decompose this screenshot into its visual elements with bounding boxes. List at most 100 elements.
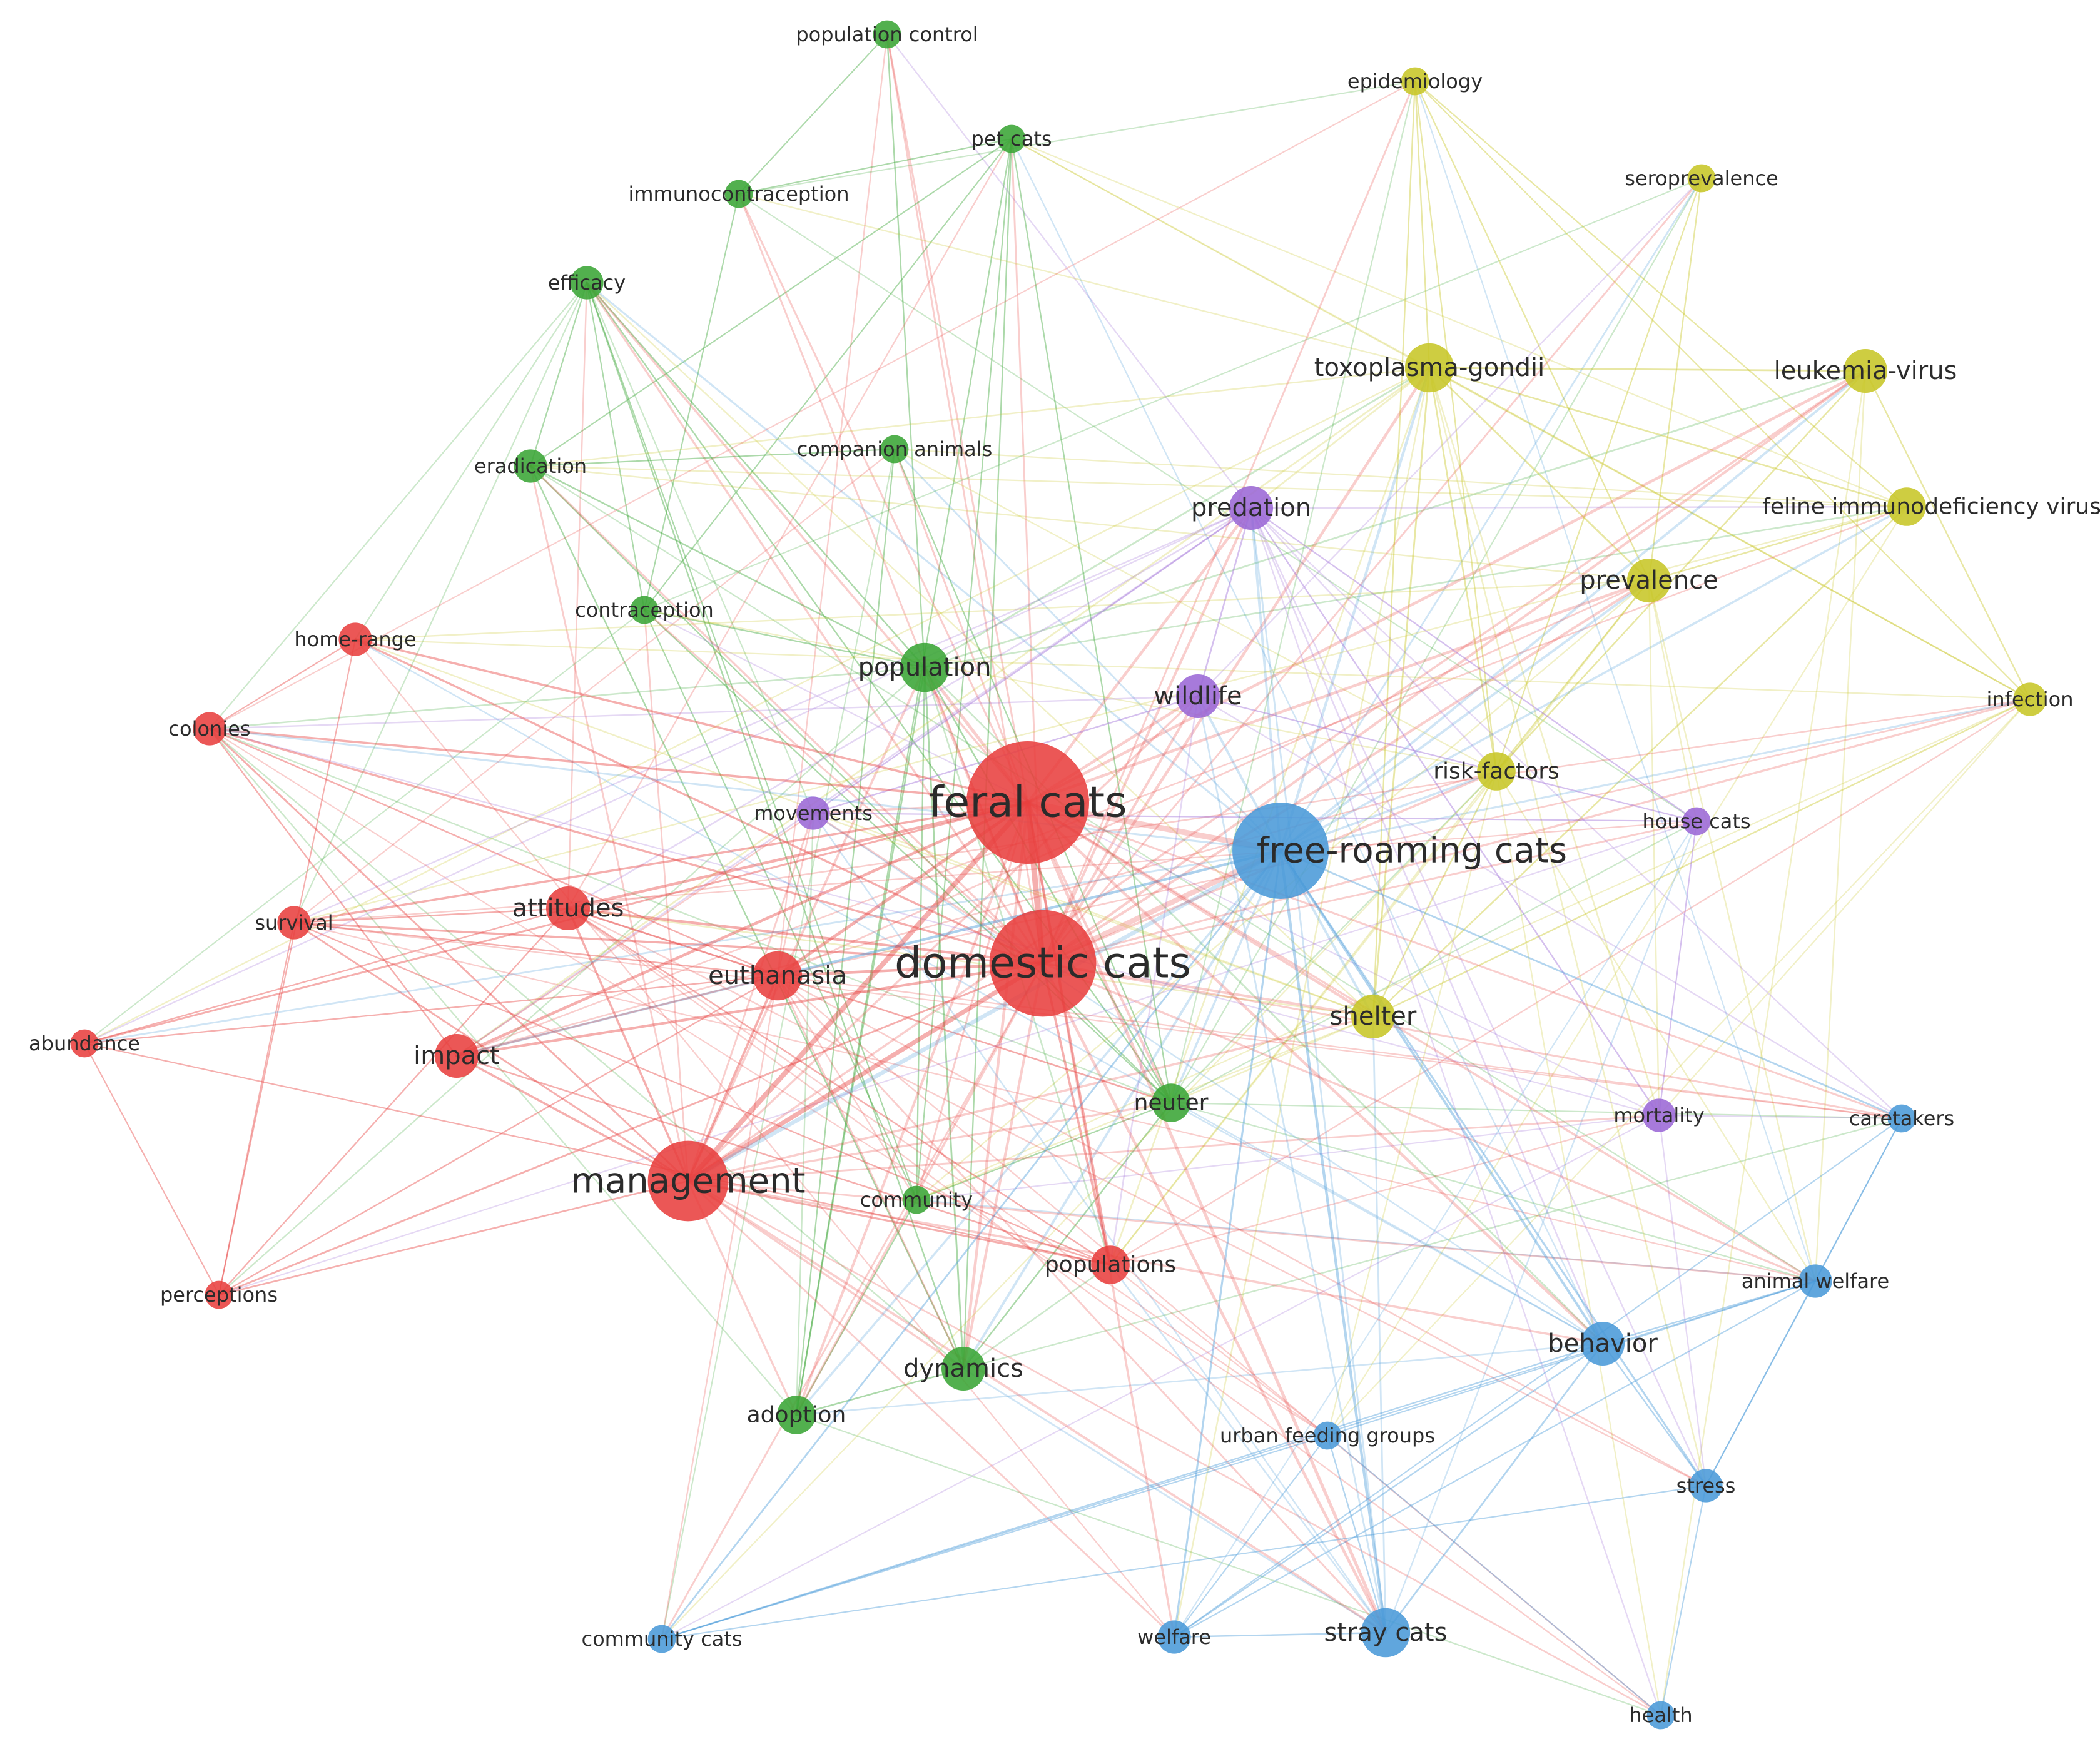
edge-efficacy-home-range <box>354 281 588 641</box>
node-efficacy[interactable] <box>570 266 604 300</box>
edge-epidemiology-risk-factors <box>1414 80 1498 773</box>
node-mortality[interactable] <box>1642 1098 1676 1132</box>
edge-population-perceptions <box>218 666 926 1296</box>
node-layer <box>70 20 2047 1730</box>
edge-toxoplasma-gondii-welfare <box>1173 367 1431 1638</box>
node-attitudes[interactable] <box>546 886 590 930</box>
edge-neuter-seroprevalence <box>1170 177 1703 1104</box>
edge-pet-cats-eradication <box>529 138 1013 467</box>
node-pet-cats[interactable] <box>997 124 1026 153</box>
edge-infection-mortality <box>1658 698 2031 1117</box>
node-animal-welfare[interactable] <box>1798 1264 1832 1298</box>
edge-eradication-population <box>529 465 926 669</box>
edge-impact-feral-cats <box>455 801 1030 1058</box>
node-wildlife[interactable] <box>1176 674 1220 718</box>
edge-feral-cats-animal-welfare <box>1027 801 1817 1282</box>
node-colonies[interactable] <box>193 712 226 746</box>
edge-survival-attitudes <box>293 907 569 924</box>
label-population: population <box>858 653 992 682</box>
node-contraception[interactable] <box>630 596 659 624</box>
edge-neuter-risk-factors <box>1170 770 1498 1104</box>
node-populations[interactable] <box>1091 1245 1130 1284</box>
edge-leukemia-virus-domestic-cats <box>1041 369 1867 965</box>
node-management[interactable] <box>647 1140 729 1222</box>
label-community: community <box>860 1188 973 1212</box>
edge-epidemiology-infection <box>1414 80 2031 701</box>
edge-predation-stress <box>1250 507 1707 1487</box>
node-toxoplasma-gondii[interactable] <box>1404 343 1454 393</box>
node-caretakers[interactable] <box>1887 1104 1916 1133</box>
node-seroprevalence[interactable] <box>1687 164 1716 193</box>
node-home-range[interactable] <box>338 622 372 656</box>
node-behavior[interactable] <box>1581 1322 1625 1366</box>
edge-mortality-caretakers <box>1658 1114 1903 1120</box>
node-eradication[interactable] <box>514 449 547 483</box>
node-free-roaming-cats[interactable] <box>1232 803 1329 899</box>
edge-feral-cats-behavior <box>1026 801 1605 1346</box>
node-neuter[interactable] <box>1152 1083 1190 1122</box>
edge-neuter-shelter <box>1170 1015 1374 1104</box>
node-community-cats[interactable] <box>647 1625 676 1653</box>
edge-pet-cats-dynamics <box>962 138 1013 1370</box>
edge-shelter-management <box>687 1015 1374 1182</box>
edge-prevalence-euthanasia <box>776 579 1650 977</box>
node-population-control[interactable] <box>873 20 901 49</box>
node-stray-cats[interactable] <box>1361 1608 1411 1658</box>
edge-caretakers-stress <box>1705 1117 1903 1487</box>
edge-fiv-prevalence <box>1648 505 1908 582</box>
node-companion-animals[interactable] <box>880 435 909 464</box>
node-welfare[interactable] <box>1157 1620 1191 1654</box>
edge-mortality-management <box>687 1114 1660 1182</box>
edge-adoption-behavior <box>795 1342 1604 1416</box>
node-shelter[interactable] <box>1351 995 1395 1038</box>
node-community[interactable] <box>902 1185 931 1214</box>
node-feral-cats[interactable] <box>966 741 1089 864</box>
node-infection[interactable] <box>2013 682 2047 716</box>
edge-prevalence-risk-factors <box>1495 579 1650 773</box>
node-domestic-cats[interactable] <box>989 910 1097 1017</box>
label-companion-animals: companion animals <box>797 437 993 461</box>
label-euthanasia: euthanasia <box>708 961 847 990</box>
node-urban-feeding-groups[interactable] <box>1313 1421 1342 1450</box>
node-movements[interactable] <box>796 796 830 830</box>
node-immunocontraception[interactable] <box>724 180 753 208</box>
edge-predation-house-cats <box>1250 507 1698 823</box>
node-epidemiology[interactable] <box>1401 67 1429 96</box>
node-survival[interactable] <box>277 906 311 940</box>
node-prevalence[interactable] <box>1627 559 1671 602</box>
node-stress[interactable] <box>1689 1469 1723 1503</box>
edge-immunocontraception-toxoplasma-gondii <box>738 193 1431 369</box>
edge-domestic-cats-management <box>686 961 1045 1184</box>
edge-impact-free-roaming-cats <box>455 849 1282 1057</box>
edge-population-adoption <box>795 666 926 1416</box>
edge-eradication-animal-welfare <box>529 465 1817 1282</box>
edge-contraception-neuter <box>643 609 1172 1104</box>
edge-management-populations <box>687 1180 1112 1266</box>
node-abundance[interactable] <box>70 1029 99 1058</box>
edge-populations-stray-cats <box>1109 1264 1387 1634</box>
node-risk-factors[interactable] <box>1477 752 1516 791</box>
label-caretakers: caretakers <box>1849 1107 1954 1130</box>
edge-management-free-roaming-cats <box>686 848 1283 1184</box>
node-fiv[interactable] <box>1887 487 1926 526</box>
node-house-cats[interactable] <box>1682 807 1711 836</box>
node-euthanasia[interactable] <box>753 951 803 1001</box>
node-impact[interactable] <box>435 1034 479 1078</box>
node-perceptions[interactable] <box>205 1280 233 1309</box>
node-health[interactable] <box>1646 1701 1675 1730</box>
edge-immunocontraception-epidemiology <box>738 80 1416 195</box>
edge-predation-domestic-cats <box>1041 506 1253 965</box>
edge-feral-cats-populations <box>1027 801 1112 1266</box>
edge-impact-euthanasia <box>455 975 779 1057</box>
edge-home-range-feral-cats <box>354 638 1029 804</box>
node-leukemia-virus[interactable] <box>1844 349 1887 393</box>
edge-movements-management <box>687 812 814 1182</box>
edge-risk-factors-populations <box>1109 770 1498 1266</box>
node-population[interactable] <box>900 642 950 692</box>
node-dynamics[interactable] <box>941 1347 985 1391</box>
edge-domestic-cats-perceptions <box>218 962 1044 1296</box>
edge-home-range-perceptions <box>218 638 357 1296</box>
label-pet-cats: pet cats <box>971 127 1052 151</box>
node-adoption[interactable] <box>777 1396 816 1434</box>
node-predation[interactable] <box>1229 486 1273 530</box>
